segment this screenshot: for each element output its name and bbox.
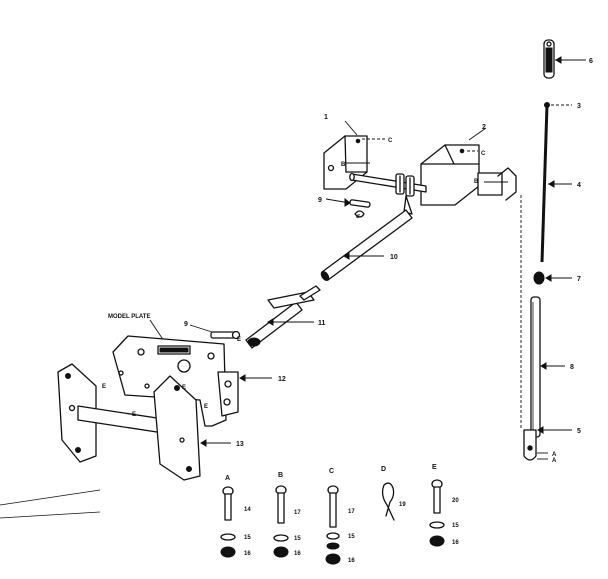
hardware-num-a3: 16 [244,551,251,557]
part-9-shape: σ [356,214,360,220]
part-2-bracket [420,127,517,206]
part-3-4-upper-rod [540,102,572,263]
hardware-letter-d: D [381,466,386,473]
part-10-rod [320,209,413,281]
hardware-letter-b: B [278,472,283,479]
hardware-a [220,486,236,558]
callout-4: 4 [577,182,581,189]
pin-letter-e-2: E [132,412,136,418]
pin-letter-c-2: C [481,151,486,157]
part-7-nut [533,271,572,285]
hardware-num-c1: 17 [348,509,355,515]
hardware-num-a1: 14 [244,507,251,513]
pin-letter-b-1: B [341,162,346,168]
hardware-e [429,479,445,547]
callout-9-plate: 9 [184,321,188,328]
scan-line-1 [0,489,101,506]
callout-6: 6 [589,58,593,65]
hardware-num-b3: 16 [294,551,301,557]
hardware-num-e1: 20 [452,498,459,504]
hardware-num-c3: 16 [348,558,355,564]
callout-10: 10 [390,254,398,261]
part-9-pin: σ [325,197,371,220]
callout-5: 5 [577,428,581,435]
callout-2: 2 [482,124,486,131]
hardware-num-b2: 15 [294,536,301,542]
plate-bolt [189,324,241,340]
callout-13: 13 [236,441,244,448]
callout-7: 7 [577,276,581,283]
part-5-clevis [523,426,572,461]
hardware-c [325,485,341,565]
hardware-num-d1: 19 [399,502,406,508]
hardware-num-e2: 15 [452,523,459,529]
model-plate-label: MODEL PLATE [108,314,150,320]
scan-line-2 [0,511,101,519]
hardware-letter-a: A [225,475,230,482]
callout-11: 11 [318,320,326,327]
callout-1: 1 [324,114,328,121]
pin-letter-e-1: E [102,384,106,390]
hardware-num-e3: 16 [452,540,459,546]
callout-8: 8 [570,364,574,371]
pin-letter-b-2: B [474,179,479,185]
hardware-letter-e: E [432,464,437,471]
hardware-num-c2: 15 [348,534,355,540]
part-6-clevis [543,39,586,79]
hardware-d-hairpin [381,482,395,521]
callout-3: 3 [577,103,581,110]
hardware-b [273,485,289,558]
part-8-lower-rod [530,296,565,438]
pin-letter-c-1: C [388,138,393,144]
pin-letter-e-5: E [237,337,241,343]
hardware-num-a2: 15 [244,535,251,541]
part-11-arm [245,285,321,349]
pin-letter-a-lower: A [552,458,557,464]
pin-letter-a-upper: A [552,452,557,458]
pin-letter-e-3: E [182,385,186,391]
pin-letter-e-4: E [204,404,208,410]
callout-12: 12 [278,376,286,383]
hardware-num-b1: 17 [294,510,301,516]
part-13-bracket [57,363,231,481]
hardware-letter-c: C [329,468,334,475]
callout-9: 9 [318,197,322,204]
cross-shaft [345,162,427,215]
